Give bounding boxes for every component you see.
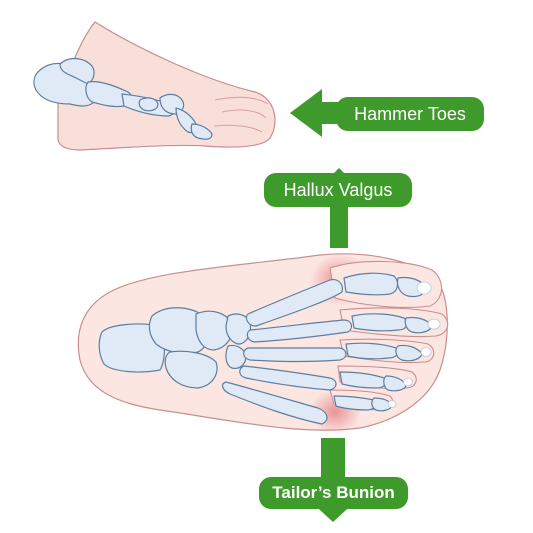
metatarsal-4-bone <box>239 365 337 391</box>
calcaneus-bone <box>98 323 166 373</box>
navicular-bone <box>195 310 233 351</box>
toe-4-phalanx-bone <box>339 371 387 389</box>
toenail-1 <box>416 281 432 295</box>
side-extra-bone <box>138 97 159 112</box>
hallux-phalanx-bone <box>343 272 399 296</box>
toe-5-distal-bone <box>371 397 393 412</box>
hallux-valgus-label: Hallux Valgus <box>264 173 412 207</box>
metatarsal-2-bone <box>246 319 353 343</box>
top-view-foot <box>77 253 449 434</box>
talus-bone <box>148 307 210 355</box>
toenail-4 <box>403 377 413 387</box>
toe-3-phalanx-bone <box>345 342 399 360</box>
side-view-foot <box>33 21 276 151</box>
cuboid-bone <box>164 350 218 389</box>
side-tip-phalanx <box>190 123 213 140</box>
toenail-3 <box>420 347 432 357</box>
side-talus-bone <box>59 57 95 85</box>
side-foot-skin <box>57 21 276 151</box>
toe-3-distal-bone <box>395 344 423 362</box>
tailors-bunion-label: Tailor’s Bunion <box>259 477 408 509</box>
toe-2-phalanx-bone <box>351 313 408 332</box>
metatarsal-5-bone <box>221 381 328 425</box>
cuneiform-bone <box>225 344 247 369</box>
arrow-left-icon <box>290 89 350 137</box>
toenail-5 <box>387 400 397 408</box>
hammer-toes-label: Hammer Toes <box>336 97 484 131</box>
metatarsal-1-bone <box>245 279 343 327</box>
toe-2-distal-bone <box>404 316 433 334</box>
toenail-2 <box>427 318 441 330</box>
metatarsal-3-bone <box>243 347 347 363</box>
side-toe-outline <box>213 96 269 133</box>
toe-4-distal-bone <box>383 375 407 392</box>
